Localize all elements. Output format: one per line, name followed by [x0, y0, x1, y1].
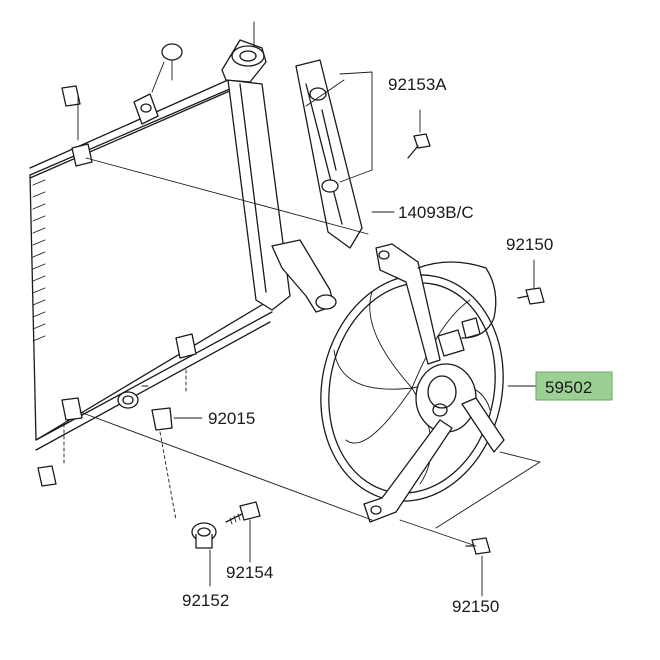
tab-bottom-left [37, 465, 57, 487]
fan-wire [417, 261, 497, 339]
fan-connector [437, 329, 465, 357]
bracket-top [133, 93, 159, 125]
fan-upper-stay [375, 243, 441, 365]
tab-lower-right [175, 333, 197, 359]
fan-lower-stay [363, 419, 453, 523]
fan-assembly [320, 243, 505, 523]
label-59502[interactable]: 59502 [545, 378, 592, 397]
bolt-92153a [407, 133, 431, 159]
leader-lines [63, 61, 541, 597]
collar-92152 [191, 522, 217, 549]
shroud-bracket [295, 59, 363, 249]
radiator [29, 21, 337, 487]
label-92153a: 92153A [388, 75, 447, 94]
bolt-92150-bottom [465, 537, 491, 555]
grommet-top [161, 43, 183, 61]
fan-right-stay [461, 397, 505, 453]
highlight-box-59502 [535, 371, 613, 401]
clip-92015 [151, 407, 173, 431]
tab-lower-left [61, 397, 83, 421]
tab-upper-left [71, 143, 93, 167]
tab-top-left [61, 85, 81, 107]
label-92152: 92152 [182, 591, 229, 610]
part-labels: 92153A 14093B/C 92150 59502 92015 92154 … [182, 75, 613, 616]
bracket-body [295, 59, 363, 249]
grommet-bottom [117, 391, 139, 409]
bolt-92154 [225, 501, 261, 525]
label-92154: 92154 [226, 563, 273, 582]
radiator-fins [32, 179, 46, 342]
label-92015: 92015 [208, 409, 255, 428]
bolt-92150-top [517, 287, 545, 305]
label-14093bc: 14093B/C [398, 203, 474, 222]
label-92150-bottom: 92150 [452, 597, 499, 616]
label-92150-top: 92150 [506, 235, 553, 254]
